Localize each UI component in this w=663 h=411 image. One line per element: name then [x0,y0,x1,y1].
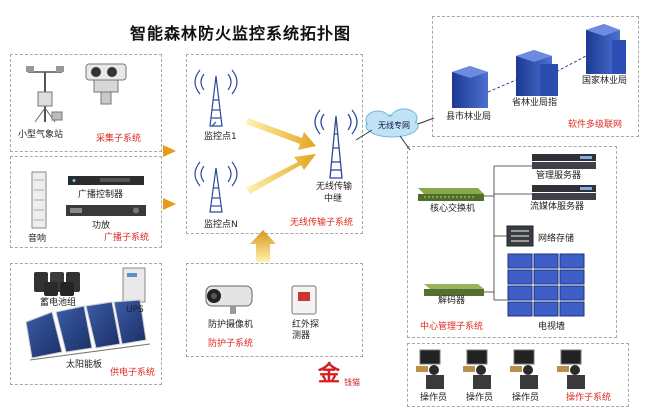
center-links [484,165,532,301]
arrow-point1-icon [246,118,316,150]
relay-label-line1: 无线传输 [316,182,353,192]
logo-mark: 金 [318,361,341,387]
amplifier-label: 功放 [92,221,111,231]
operator-subsystem-label: 操作子系统 [566,393,612,403]
county-bureau-icon [452,66,488,108]
operator-label-1: 操作员 [420,393,448,403]
broadcast-subsystem-label: 广播子系统 [104,233,150,243]
solar-panel-icon [25,299,151,361]
operator-label-3: 操作员 [512,393,540,403]
operator-icons [416,349,585,389]
collection-panel [10,54,162,152]
relay-tower-icon [314,109,358,179]
network-subsystem-label: 软件多级联网 [568,120,623,130]
national-bureau-label: 国家林业局 [582,76,628,86]
video-wall-label: 电视墙 [538,322,566,332]
mgmt-server-label: 管理服务器 [536,171,582,181]
operator-icon-2 [463,349,491,389]
battery-label: 蓄电池组 [40,298,77,308]
solar-label: 太阳能板 [66,360,103,370]
diagram-title: 智能森林防火监控系统拓扑图 [130,24,352,43]
arrow-collection-icon [163,145,176,157]
camera-label: 防护摄像机 [208,320,254,330]
arrow-protection-icon [250,230,276,262]
tower-icon-1 [194,69,238,127]
ptz-camera-icon [85,63,127,105]
arrow-pointn-icon [246,154,316,194]
operator-label-2: 操作员 [466,393,494,403]
arrow-broadcast-icon [163,198,176,210]
wireless-subsystem-label: 无线传输子系统 [290,218,354,228]
controller-label: 广播控制器 [78,190,124,200]
point1-label: 监控点1 [204,132,237,142]
decoder-icon [424,284,484,296]
county-bureau-label: 县市林业局 [446,112,492,122]
cloud-icon [365,108,419,138]
operator-icon-1 [416,349,444,389]
media-server-icon [532,185,596,200]
broadcast-controller-icon [68,176,144,185]
core-switch-label: 核心交换机 [430,204,476,214]
relay-label-line2: 中继 [324,194,343,204]
ups-icon [122,267,146,303]
cloud-label: 无线专网 [378,121,410,130]
amplifier-icon [66,205,146,216]
video-wall-icon [507,253,585,317]
decoder-label: 解码器 [438,296,466,306]
national-bureau-icon [586,24,626,74]
media-server-label: 流媒体服务器 [530,202,585,212]
network-storage-icon [506,225,534,247]
weather-station-icon [26,66,64,123]
province-bureau-icon [516,50,558,96]
operator-icon-3 [510,349,538,389]
weather-station-label: 小型气象站 [18,130,64,140]
protection-subsystem-label: 防护子系统 [208,339,254,349]
center-subsystem-label: 中心管理子系统 [420,322,484,332]
ir-label-line1: 红外探 [292,320,320,330]
tower-icon-n [194,161,238,213]
ir-label-line2: 测器 [292,331,311,341]
speaker-icon [31,171,47,229]
logo-subtext: 钱猫 [344,378,360,387]
bullet-camera-icon [205,285,253,314]
power-subsystem-label: 供电子系统 [110,368,156,378]
operator-icon-4 [557,349,585,389]
battery-icon [34,272,80,296]
protection-panel [186,263,363,357]
mgmt-server-icon [532,154,596,169]
province-bureau-label: 省林业局指 [512,98,558,108]
pointn-label: 监控点N [204,220,238,230]
storage-label: 网络存储 [538,234,575,244]
core-switch-icon [418,188,484,201]
ir-detector-icon [291,285,317,315]
speaker-label: 音响 [28,234,47,244]
collection-subsystem-label: 采集子系统 [96,134,142,144]
ups-label: UPS [126,305,144,315]
